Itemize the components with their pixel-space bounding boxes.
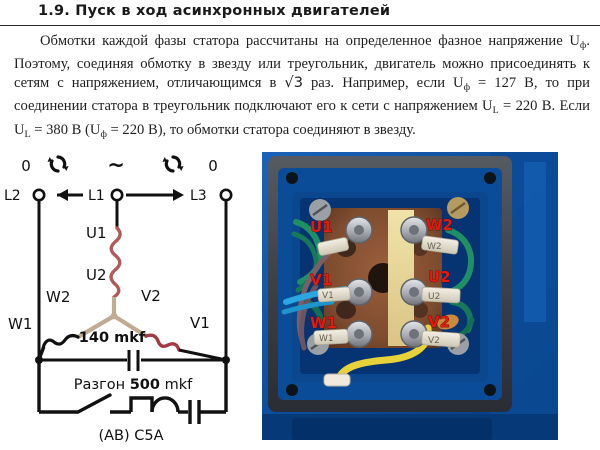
terminal-node-l1 [110,188,124,202]
wire-tag-w2: W2 [421,235,459,255]
page-title: 1.9. Пуск в ход асинхронных двигателей [38,3,391,19]
photo-label-u1: U1 [310,218,333,236]
winding-label-v2: V2 [141,287,161,305]
wire-tag-text-u2: U2 [428,292,440,302]
screw-slot-tr [450,202,466,214]
photo-label-v1: V1 [310,271,332,289]
start-capacitor-prefix: Разгон [74,377,130,393]
wire-blue-left-b [281,299,335,315]
body-paragraph: Обмотки каждой фазы статора рассчитаны н… [14,32,590,144]
paragraph-text-part6: = 380 В (U [30,121,101,138]
motor-housing-ledge-dark [292,418,492,440]
screw-slot-tl [312,204,328,216]
photo-label-v2: V2 [428,313,450,331]
relay-arc-symbol [150,396,180,413]
phase-zero-label-left: 0 [21,157,31,175]
wire-tag-v1: V1 [317,286,351,303]
wire-tag-text-w1: W1 [319,334,334,344]
rotation-arrows-icon [47,155,69,173]
terminal-block-hole-br [412,302,428,318]
relay-square-symbol [129,396,154,412]
wire-tag-u2: U2 [421,286,461,304]
phase-zero-label-right: 0 [208,157,218,175]
arrow-left-icon [57,189,83,201]
start-capacitor-value: 500 [130,377,160,393]
paragraph-text-part7: = 220 В), то обмотки статора соединяют в… [106,121,416,138]
wire-connector-sleeve [323,373,351,387]
paragraph-text-part1: Обмотки каждой фазы статора рассчитаны н… [40,33,580,49]
start-capacitor-suffix: mkf [160,377,193,393]
terminal-node-l3 [219,188,233,202]
motor-terminal-box-photo: V1 W1 W2 U2 V2 U1 V1 W1 [262,152,558,440]
motor-body-fin [524,162,546,322]
wire-tag-text-w2: W2 [427,242,442,252]
lead-star-to-w2 [75,313,117,340]
wire-tag-v2: V2 [421,330,461,348]
breaker-label: (AB) C5A [98,428,163,444]
wiring-schematic: ~ 0 0 L2 L1 L3 [0,150,256,450]
coil-u-phase [109,226,122,299]
sqrt-three: √3 [284,73,303,91]
lead-star-to-v2 [111,313,149,339]
wire-tag-text-v1: V1 [322,291,334,301]
winding-label-u1: U1 [86,224,107,242]
terminal-label-l1: L1 [88,188,105,204]
photo-label-u2: U2 [428,268,451,286]
ac-wave-icon: ~ [107,153,125,177]
winding-label-v1: V1 [190,314,210,332]
frame-screw-hole-br [484,384,496,396]
coil-w-phase [42,333,80,347]
terminal-node-l2 [32,188,46,202]
run-capacitor-label: 140 mkf [79,330,146,346]
photo-label-w1: W1 [310,314,337,332]
terminal-label-l3: L3 [190,188,207,204]
subscript-phi-1: ф [579,39,587,51]
frame-screw-hole-tl [286,172,298,184]
rotation-arrows-icon [162,155,184,173]
winding-label-u2: U2 [86,266,107,284]
lead-v1-to-bus [178,348,227,362]
frame-screw-hole-bl [286,384,298,396]
wire-violet-left [299,283,319,351]
arrow-right-icon [126,189,184,201]
wire-tag-text-v2: V2 [428,336,440,346]
start-capacitor-label: Разгон 500 mkf [74,377,193,393]
subscript-L-1: L [492,105,499,117]
winding-label-w1: W1 [8,315,32,333]
terminal-label-l2: L2 [4,188,21,204]
switch-blade[interactable] [76,393,112,414]
subscript-phi-3: ф [100,128,107,140]
coil-v-phase [144,333,181,352]
paragraph-text-part4: = 127 В, то при соединении статора в тре… [14,74,590,115]
section-heading-bar: 1.9. Пуск в ход асинхронных двигателей [0,0,600,26]
wire-tag-u1 [317,237,349,256]
subscript-phi-2: ф [463,81,471,93]
copper-lug-v2 [437,314,459,330]
paragraph-text-part2: . Поэтому, соединяя обмотку в звезду или… [14,33,590,91]
wire-tag-w1: W1 [313,328,349,346]
frame-screw-hole-tr [484,172,496,184]
winding-label-w2: W2 [46,288,70,306]
photo-label-w2: W2 [426,216,453,234]
subscript-L-2: L [24,128,31,140]
terminal-bolt-group [345,216,428,348]
terminal-block-hole-bl [336,301,356,319]
paragraph-text-part3: раз. Например, если U [302,74,464,91]
paragraph-text-part5: = 220 В. Если U [14,98,590,138]
